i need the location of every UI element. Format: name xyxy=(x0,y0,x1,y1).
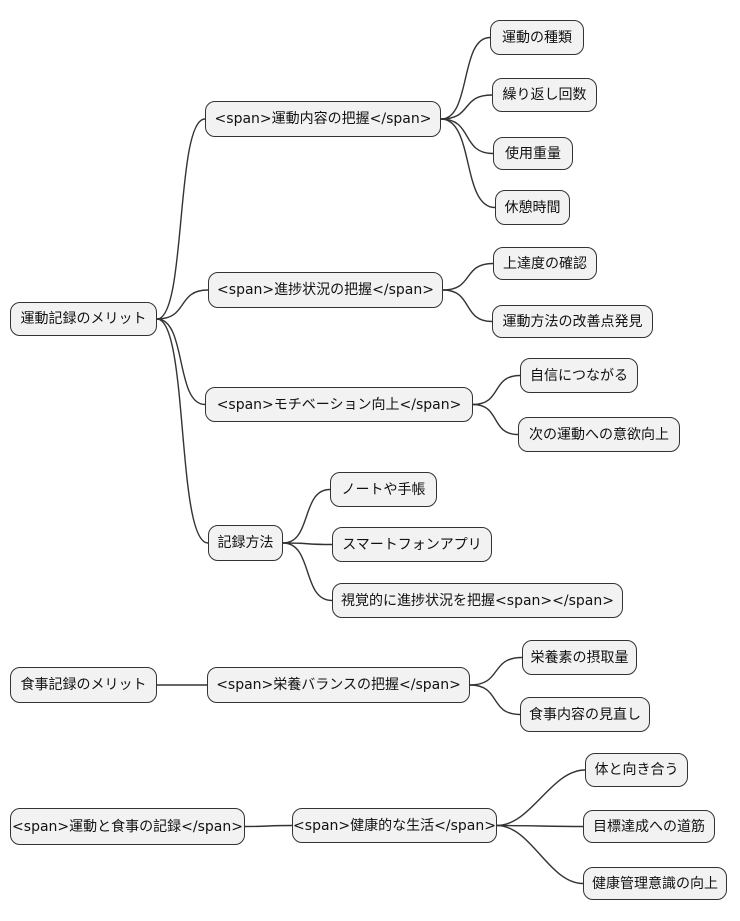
edge-b4-l9 xyxy=(282,488,331,544)
edge-b5-l12 xyxy=(469,656,523,686)
edge-b3-l8 xyxy=(472,403,519,436)
edge-r1-b4 xyxy=(156,318,209,544)
mindmap-node-l15: 目標達成への道筋 xyxy=(583,810,715,843)
mindmap-node-l3: 使用重量 xyxy=(493,137,573,170)
mindmap-node-l2: 繰り返し回数 xyxy=(492,78,597,112)
mindmap-node-l1: 運動の種類 xyxy=(490,20,584,55)
edge-b2-l5 xyxy=(442,262,494,291)
mindmap-node-l10: スマートフォンアプリ xyxy=(332,527,492,562)
mindmap-node-r1: 運動記録のメリット xyxy=(10,302,157,336)
edge-b5-l13 xyxy=(469,684,521,716)
mindmap-node-l5: 上達度の確認 xyxy=(493,247,597,280)
edge-b6-l15 xyxy=(496,824,584,828)
mindmap-node-b3: <span>モチベーション向上</span> xyxy=(205,387,473,422)
edge-b3-l7 xyxy=(472,374,521,406)
edge-b6-l14 xyxy=(496,769,586,827)
mindmap-node-b5: <span>栄養バランスの把握</span> xyxy=(207,667,470,703)
edge-b4-l11 xyxy=(282,542,333,602)
edge-r1-b3 xyxy=(156,318,206,406)
edge-b4-l10 xyxy=(282,542,333,546)
mindmap-node-l7: 自信につながる xyxy=(520,358,638,393)
mindmap-node-l16: 健康管理意識の向上 xyxy=(583,867,727,900)
mindmap-node-r3: <span>運動と食事の記録</span> xyxy=(10,808,245,845)
mindmap-node-l12: 栄養素の摂取量 xyxy=(522,640,637,675)
mindmap-node-b1: <span>運動内容の把握</span> xyxy=(205,101,441,137)
edge-b1-l2 xyxy=(440,94,493,120)
mindmap-node-l6: 運動方法の改善点発見 xyxy=(492,305,653,338)
mindmap-node-b6: <span>健康的な生活</span> xyxy=(292,808,497,843)
mindmap-node-l11: 視覚的に進捗状況を把握<span></span> xyxy=(332,583,623,618)
edge-b1-l3 xyxy=(440,118,494,155)
edge-b6-l16 xyxy=(496,824,584,885)
edge-b1-l4 xyxy=(440,118,496,209)
edge-b1-l1 xyxy=(440,36,491,120)
mindmap-node-l8: 次の運動への意欲向上 xyxy=(518,417,680,452)
mindmap-node-l4: 休憩時間 xyxy=(495,190,570,225)
mindmap-node-l14: 体と向き合う xyxy=(585,753,688,787)
mindmap-node-l13: 食事内容の見直し xyxy=(520,697,650,732)
edge-r1-b1 xyxy=(156,118,206,320)
mindmap-node-b4: 記録方法 xyxy=(208,525,283,561)
edge-r3-b6 xyxy=(244,824,293,828)
edge-r1-b2 xyxy=(156,289,209,320)
mindmap-node-r2: 食事記録のメリット xyxy=(10,667,157,703)
edge-b2-l6 xyxy=(442,289,493,323)
mindmap-node-l9: ノートや手帳 xyxy=(330,472,437,507)
mindmap-node-b2: <span>進捗状況の把握</span> xyxy=(208,272,443,308)
